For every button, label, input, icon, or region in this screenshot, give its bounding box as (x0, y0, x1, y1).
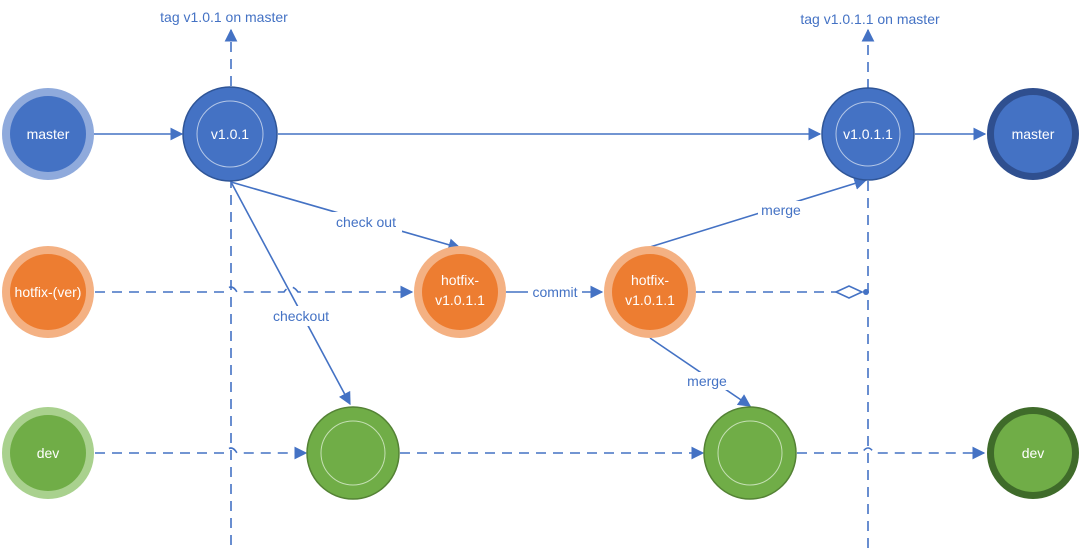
node-dev-commit (306, 406, 400, 500)
edge-hotfix-ver-to-hotfix-a (95, 285, 414, 299)
node-dev-end-label: dev (1022, 445, 1045, 461)
edge-label-merge-master: merge (761, 202, 801, 218)
node-master-end-label: master (1012, 126, 1055, 142)
node-hotfix-a: hotfix- v1.0.1.1 (414, 246, 506, 338)
tag-label-right: tag v1.0.1.1 on master (800, 11, 940, 27)
node-hotfix-b-line2: v1.0.1.1 (625, 292, 675, 308)
node-dev-end: dev (987, 407, 1079, 499)
edge-label-commit: commit (532, 284, 577, 300)
node-master-start-label: master (27, 126, 70, 142)
node-dev-start-label: dev (37, 445, 60, 461)
node-v1011-label: v1.0.1.1 (843, 126, 893, 142)
node-master-start: master (2, 88, 94, 180)
node-v101-label: v1.0.1 (211, 126, 249, 142)
aggregation-diamond (834, 285, 864, 299)
edge-dev-to-dev-commit (95, 446, 308, 460)
node-v101: v1.0.1 (182, 86, 278, 182)
edge-label-merge-dev: merge (687, 373, 727, 389)
edge-dev-merge-to-dev (797, 446, 986, 460)
node-hotfix-ver: hotfix-(ver) (2, 246, 94, 338)
junction-dot (863, 289, 869, 295)
node-hotfix-a-line1: hotfix- (441, 272, 479, 288)
node-hotfix-b: hotfix- v1.0.1.1 (604, 246, 696, 338)
edge-checkout (230, 181, 351, 406)
node-hotfix-a-line2: v1.0.1.1 (435, 292, 485, 308)
node-dev-start: dev (2, 407, 94, 499)
node-dev-merge (703, 406, 797, 500)
tag-label-left: tag v1.0.1 on master (160, 9, 288, 25)
node-hotfix-ver-label: hotfix-(ver) (15, 284, 82, 300)
node-v1011: v1.0.1.1 (821, 87, 915, 181)
node-master-end: master (987, 88, 1079, 180)
node-hotfix-b-line1: hotfix- (631, 272, 669, 288)
edge-label-checkout: checkout (273, 308, 329, 324)
edge-label-check-out: check out (336, 214, 396, 230)
